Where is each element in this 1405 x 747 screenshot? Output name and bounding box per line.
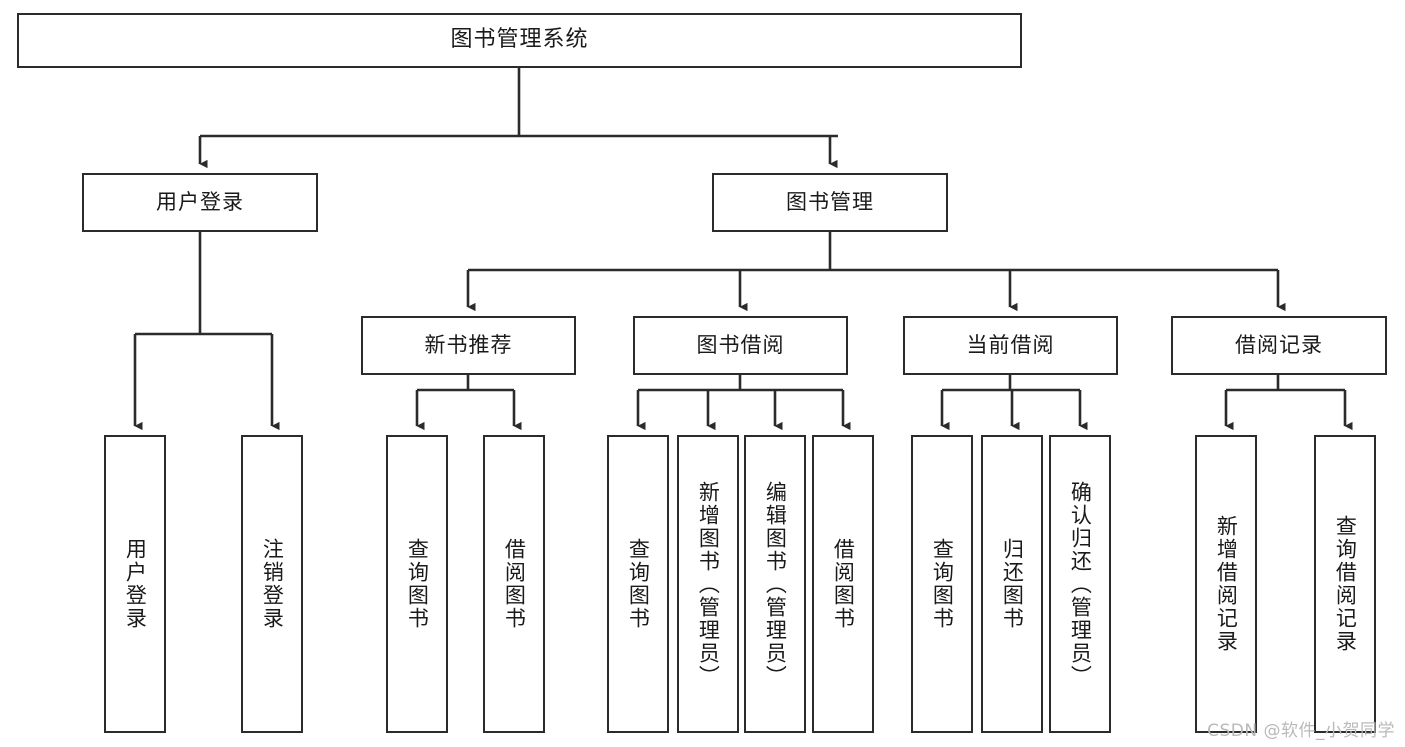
node-leaf-query-book-3[interactable]: 查询图书: [911, 435, 973, 733]
node-leaf-query-record[interactable]: 查询借阅记录: [1314, 435, 1376, 733]
node-leaf-query-book-2-label: 查询图书: [626, 538, 651, 630]
node-leaf-query-book-1-label: 查询图书: [405, 538, 430, 630]
node-current-borrow[interactable]: 当前借阅: [903, 316, 1118, 375]
node-leaf-user-login[interactable]: 用户登录: [104, 435, 166, 733]
node-user-login[interactable]: 用户登录: [82, 173, 318, 232]
node-book-borrow-label: 图书借阅: [696, 332, 785, 357]
node-leaf-edit-book[interactable]: 编辑图书（管理员）: [744, 435, 806, 733]
node-leaf-add-record-label: 新增借阅记录: [1214, 515, 1239, 653]
node-user-login-label: 用户登录: [156, 189, 244, 214]
node-leaf-borrow-book-1-label: 借阅图书: [502, 538, 527, 630]
node-leaf-add-book[interactable]: 新增图书（管理员）: [677, 435, 739, 733]
node-leaf-borrow-book-2[interactable]: 借阅图书: [812, 435, 874, 733]
node-leaf-add-book-label: 新增图书（管理员）: [696, 480, 721, 688]
node-book-manage-label: 图书管理: [786, 189, 874, 214]
watermark: CSDN @软件_小贺同学: [1207, 721, 1395, 741]
node-root-label: 图书管理系统: [450, 27, 589, 53]
node-leaf-borrow-book-2-label: 借阅图书: [831, 538, 856, 630]
node-borrow-record[interactable]: 借阅记录: [1171, 316, 1387, 375]
node-leaf-borrow-book-1[interactable]: 借阅图书: [483, 435, 545, 733]
node-leaf-edit-book-label: 编辑图书（管理员）: [763, 480, 788, 688]
node-leaf-query-book-2[interactable]: 查询图书: [607, 435, 669, 733]
node-current-borrow-label: 当前借阅: [966, 332, 1055, 357]
node-book-borrow[interactable]: 图书借阅: [633, 316, 848, 375]
node-new-book-recommend[interactable]: 新书推荐: [361, 316, 576, 375]
node-leaf-confirm-return-label: 确认归还（管理员）: [1068, 480, 1093, 688]
node-leaf-user-logout[interactable]: 注销登录: [241, 435, 303, 733]
node-root[interactable]: 图书管理系统: [17, 13, 1022, 68]
node-leaf-query-book-3-label: 查询图书: [930, 538, 955, 630]
node-leaf-return-book[interactable]: 归还图书: [981, 435, 1043, 733]
node-leaf-confirm-return[interactable]: 确认归还（管理员）: [1049, 435, 1111, 733]
node-leaf-query-book-1[interactable]: 查询图书: [386, 435, 448, 733]
node-leaf-user-logout-label: 注销登录: [260, 538, 285, 630]
node-leaf-query-record-label: 查询借阅记录: [1333, 515, 1358, 653]
node-leaf-user-login-label: 用户登录: [123, 538, 148, 630]
node-new-book-recommend-label: 新书推荐: [424, 332, 513, 357]
node-book-manage[interactable]: 图书管理: [712, 173, 948, 232]
node-leaf-add-record[interactable]: 新增借阅记录: [1195, 435, 1257, 733]
node-leaf-return-book-label: 归还图书: [1000, 538, 1025, 630]
node-borrow-record-label: 借阅记录: [1235, 332, 1323, 357]
